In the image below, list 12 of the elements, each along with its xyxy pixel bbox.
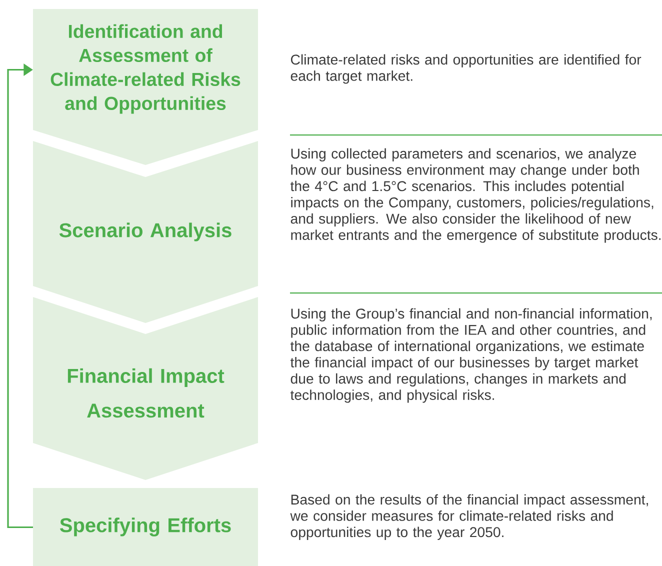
node-label: Identification and Assessment of Climate-related Risks and Opportunities [50,24,240,114]
chevron-box: Scenario Analysis [33,141,258,323]
description-text: Using the Group’s financial and non-financial information, public information from the IEA and other countries, and the database of international organizations, we estimate the financial impact of our businesses by target market due to laws and regulations, changes in markets and technologies, and physical risks. [290,308,652,403]
node-label: Financial Impact Assessment [68,368,224,418]
description-text: Climate-related risks and opportunities are identified for each target market. [290,54,642,84]
node-label: Scenario Analysis [59,222,232,242]
chevron-box: Identification and Assessment of Climate-related Risks and Opportunities [33,9,258,165]
description-text: Using collected parameters and scenarios, we analyze how our business environment may change under both the 4°C and 1.5°C scenarios. This includes potential impacts on the Company, customers, policies/regulations, and suppliers. We also consider the likelihood of new market entrants and the emergence of substitute products. [290,148,661,243]
chevron-box: Financial Impact Assessment [33,297,258,480]
process-box: Specifying Efforts [33,488,258,566]
feedback-arrow [7,64,33,528]
description-text: Based on the results of the financial impact assessment, we consider measures for climate-related risks and opportunities up to the year 2050. [290,494,648,540]
